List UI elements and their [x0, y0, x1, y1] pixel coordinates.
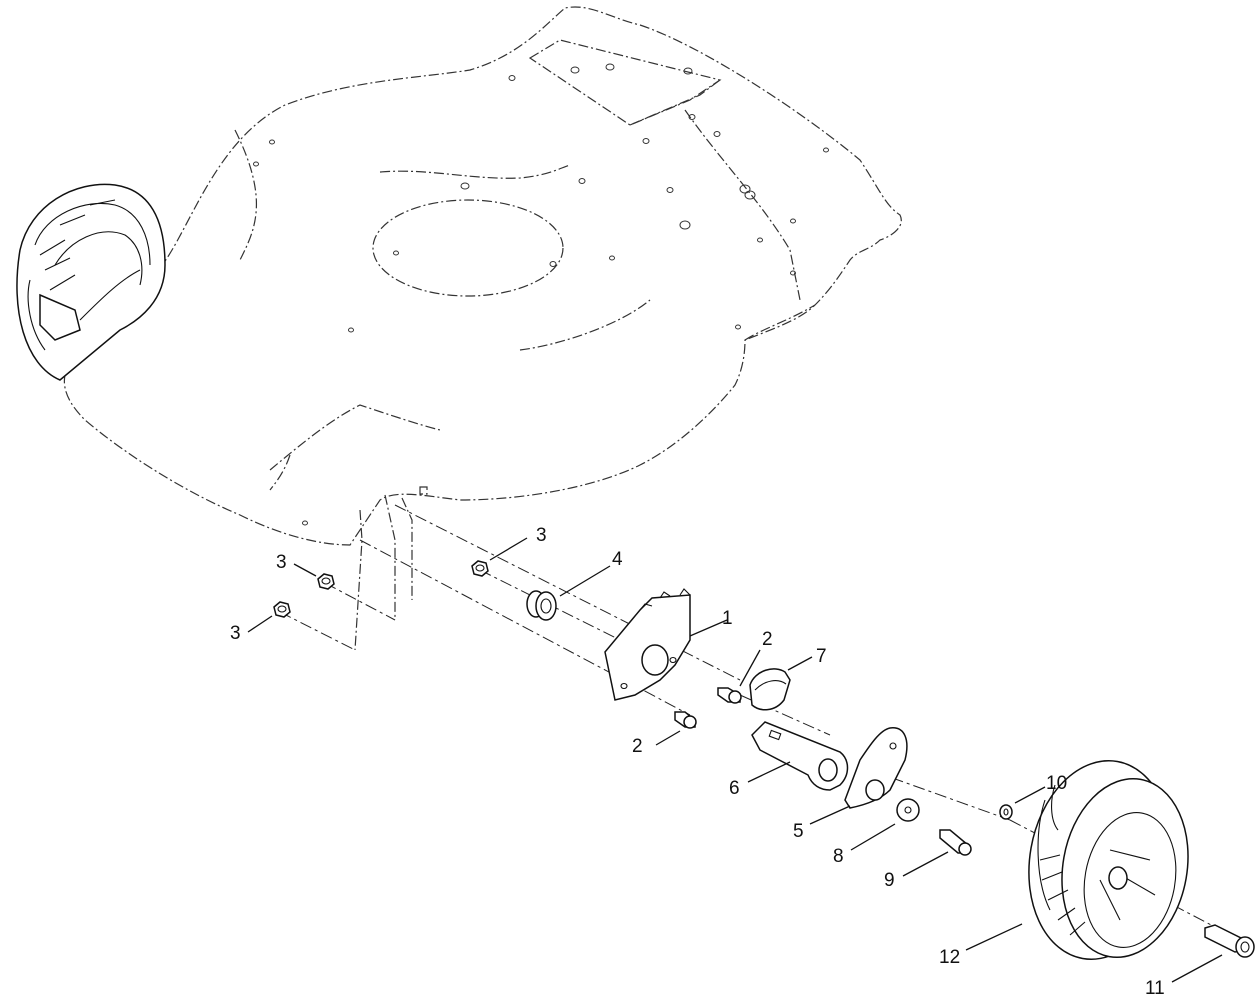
bracket-plate-part-1 [604, 588, 691, 701]
shoulder-bolt-part-11 [1204, 924, 1255, 958]
nut-part-3-left-lower [273, 601, 291, 618]
callout-6: 6 [729, 778, 740, 799]
callout-3-left-lower: 3 [230, 623, 241, 644]
axle-plate-part-5 [844, 727, 908, 809]
bolt-part-2-lower [674, 711, 697, 729]
callout-5: 5 [793, 821, 804, 842]
callout-3-right: 3 [536, 525, 547, 546]
callout-12: 12 [939, 947, 960, 968]
arm-part-6 [751, 721, 849, 791]
callout-10: 10 [1046, 773, 1067, 794]
bolt-part-2-upper [717, 687, 742, 704]
callout-11: 11 [1145, 978, 1165, 999]
mower-deck-outline [58, 6, 902, 651]
callout-7: 7 [816, 646, 827, 667]
washer-part-8 [896, 798, 920, 822]
deck-mounting-holes [253, 63, 829, 526]
bolt-part-9 [939, 829, 972, 856]
callout-2-upper: 2 [762, 629, 773, 650]
bushing-part-4 [526, 590, 557, 621]
callout-2-lower: 2 [632, 736, 643, 757]
cover-part-7 [749, 668, 791, 711]
nut-part-3-right [471, 560, 489, 577]
callout-3-left-upper: 3 [276, 552, 287, 573]
callout-9: 9 [884, 870, 895, 891]
callout-8: 8 [833, 846, 844, 867]
callout-1: 1 [722, 608, 733, 629]
callout-labels: 3 3 3 4 1 2 7 2 6 5 8 9 10 12 11 [230, 525, 1165, 999]
nut-part-3-left-upper [317, 573, 335, 590]
wheel-part-12 [1028, 760, 1189, 960]
background-wheel [16, 183, 166, 381]
callout-leaders [247, 537, 1223, 983]
washer-part-10 [999, 804, 1013, 820]
callout-4: 4 [612, 549, 623, 570]
